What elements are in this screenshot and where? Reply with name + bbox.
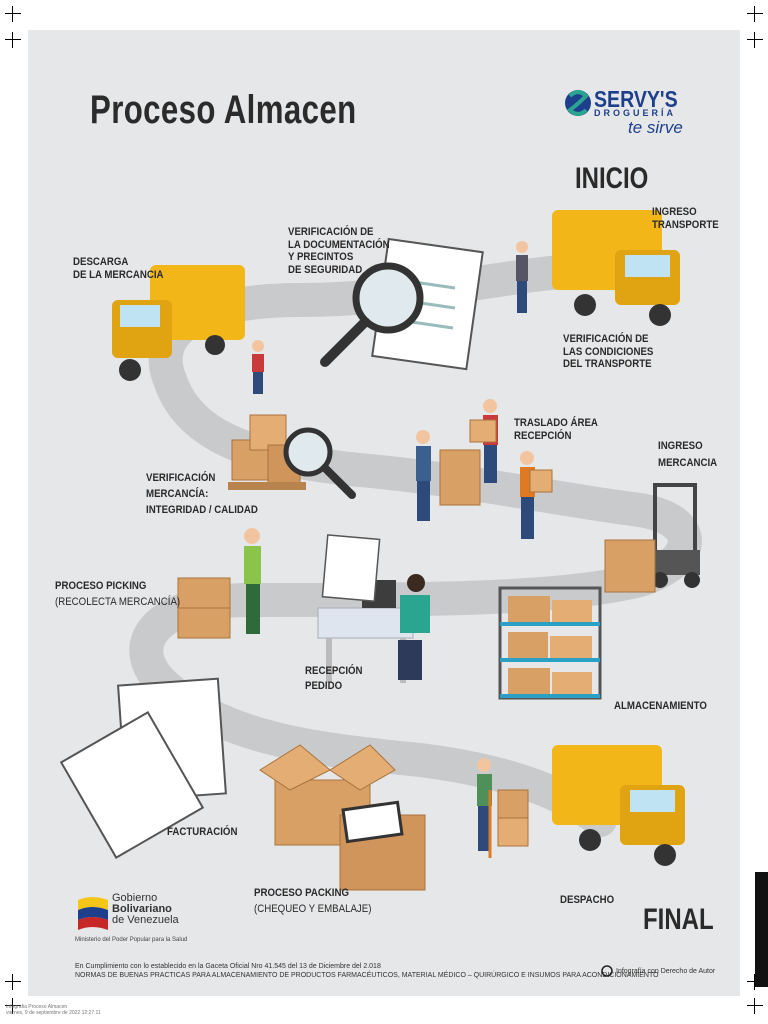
step-facturacion: FACTURACIÓN [167,826,238,838]
brand-tagline: te sirve [628,118,683,137]
worker-icon [252,340,264,394]
step-despacho: DESPACHO [560,894,615,906]
step-almacenamiento: ALMACENAMIENTO [614,700,707,712]
registration-mark [5,32,21,48]
worker-icon [516,241,528,313]
page-title: Proceso Almacen [90,88,357,132]
checklist-icon [321,534,381,603]
worker-icon [416,430,431,521]
registration-mark [5,974,21,990]
copyright-icon [601,965,613,977]
registration-mark [747,6,763,22]
copyright-text: Infografía con Derecho de Autor [616,968,716,975]
worker-icon [520,451,535,539]
box-stack-icon [488,789,529,858]
van-icon [112,265,245,381]
servys-logo-icon [565,90,591,116]
box-stack-icon [439,419,553,506]
legal-footer: En Cumplimiento con lo establecido en la… [75,963,659,979]
step-verificacion-mercancia: VERIFICACIÓN MERCANCÍA: INTEGRIDAD / CAL… [146,472,258,516]
step-verificacion-documentacion: VERIFICACIÓN DE LA DOCUMENTACIÓN Y PRECI… [288,226,390,276]
registration-mark [5,6,21,22]
packing-box-icon [259,744,426,891]
magnifier-icon [283,427,356,499]
registration-mark [747,32,763,48]
box-stack-icon [177,577,231,639]
venezuela-flag-icon [78,897,108,930]
forklift-icon [604,483,700,593]
ministry-text: Ministerio del Poder Popular para la Sal… [75,937,188,943]
file-info: Infografia Proceso Almacen viernes, 9 de… [6,1004,101,1016]
step-recepcion-pedido: RECEPCIÓN PEDIDO [305,665,363,692]
registration-mark [5,998,21,1014]
van-icon [552,745,685,866]
worker-icon [477,758,492,851]
worker-icon [244,528,261,634]
shelving-icon [498,586,602,700]
government-logo-text: Gobierno Bolivariano de Venezuela [112,892,179,926]
print-color-bar [755,872,768,987]
brand-name: SERVY'S [594,86,678,112]
step-picking: PROCESO PICKING (RECOLECTA MERCANCÍA) [55,580,181,608]
registration-mark [747,998,763,1014]
step-packing: PROCESO PACKING (CHEQUEO Y EMBALAJE) [254,887,372,915]
step-ingreso-mercancia: INGRESO MERCANCIA [658,440,718,469]
step-descarga: DESCARGA DE LA MERCANCIA [73,256,164,281]
step-ingreso-transporte: INGRESO TRANSPORTE [652,206,719,231]
end-marker: FINAL [643,903,714,936]
step-traslado: TRASLADO ÁREA RECEPCIÓN [514,417,598,442]
invoice-icon [59,677,227,859]
magnifier-icon [320,262,424,367]
brand-subtitle: DROGUERÍA [594,108,677,118]
van-icon [552,210,680,326]
step-verificacion-condiciones: VERIFICACIÓN DE LAS CONDICIONES DEL TRAN… [563,333,654,370]
start-marker: INICIO [575,162,649,195]
